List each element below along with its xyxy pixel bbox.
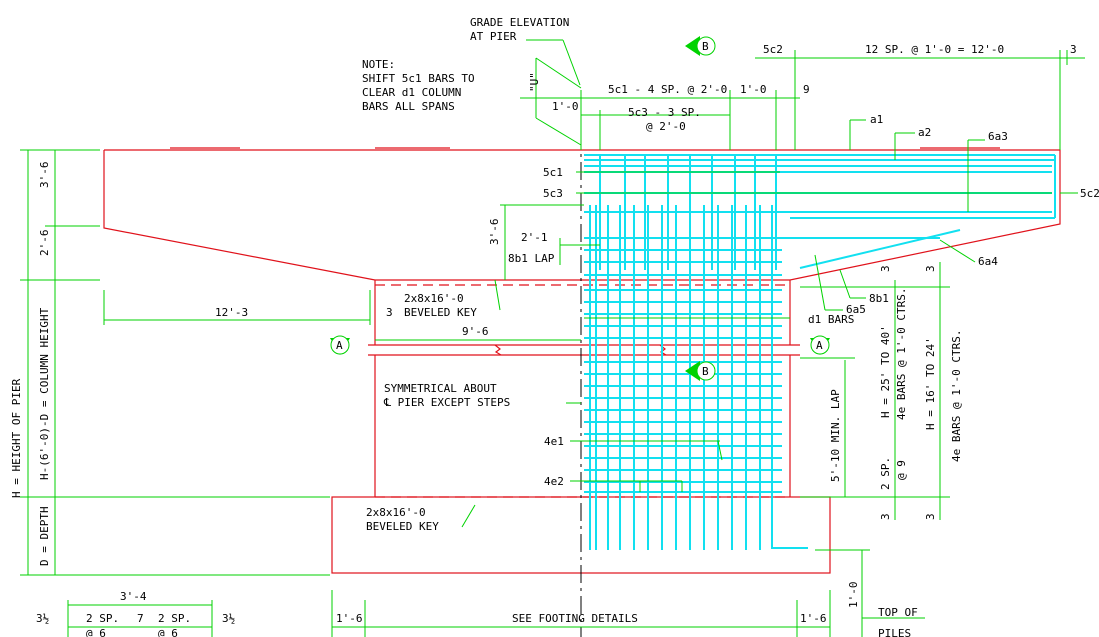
dim-3-r4: 3 — [924, 513, 937, 520]
dim-3-6-inner: 3'-6 — [488, 219, 501, 246]
dim-3-4: 3'-4 — [120, 590, 147, 603]
section-b-top: B — [702, 40, 709, 53]
footing-note: SEE FOOTING DETAILS — [512, 612, 638, 625]
section-a-left: A — [336, 339, 343, 352]
dim-3h-left: 3½ — [36, 612, 49, 625]
dim-7: 7 — [137, 612, 144, 625]
dim-12sp: 12 SP. @ 1'-0 = 12'-0 — [865, 43, 1004, 56]
key-top-2: BEVELED KEY — [404, 306, 477, 319]
dim-1-6-right: 1'-6 — [800, 612, 827, 625]
top-of: TOP OF — [878, 606, 918, 619]
dim-1-6-left: 1'-6 — [336, 612, 363, 625]
dim-2sp-right: 2 SP. — [158, 612, 191, 625]
label-4e1: 4e1 — [544, 435, 564, 448]
label-4e2: 4e2 — [544, 475, 564, 488]
h-pier: H = HEIGHT OF PIER — [10, 378, 23, 498]
label-6a4: 6a4 — [978, 255, 998, 268]
label-a1: a1 — [870, 113, 883, 126]
dim-6-right: @ 6 — [158, 627, 178, 637]
dim-3-r3: 3 — [879, 513, 892, 520]
dim-3-top: 3 — [1070, 43, 1077, 56]
lap-2-1: 2'-1 — [521, 231, 548, 244]
dim-3h-right: 3½ — [222, 612, 235, 625]
label-d1-bars: d1 BARS — [808, 313, 854, 326]
dim-2sp-left: 2 SP. — [86, 612, 119, 625]
rebar-cage — [584, 154, 1056, 550]
h-col: H-(6'-0)-D = COLUMN HEIGHT — [38, 307, 51, 480]
label-6a5: 6a5 — [846, 303, 866, 316]
section-a-right: A — [816, 339, 823, 352]
sym-line-1: SYMMETRICAL ABOUT — [384, 382, 497, 395]
dim-3-r2: 3 — [924, 265, 937, 272]
dim-3-key: 3 — [386, 306, 393, 319]
dim-1-0-b: 1'-0 — [740, 83, 767, 96]
sp2-1: 2 SP. — [879, 457, 892, 490]
h-range-1: H = 25' TO 40' — [879, 325, 892, 418]
key-bot-2: BEVELED KEY — [366, 520, 439, 533]
dim-1-0-vert: 1'-0 — [847, 582, 860, 609]
dim-5c1-sp: 5c1 - 4 SP. @ 2'-0 — [608, 83, 727, 96]
u-dim: "U" — [528, 72, 541, 92]
key-top-1: 2x8x16'-0 — [404, 292, 464, 305]
h-range-2: H = 16' TO 24' — [924, 337, 937, 430]
section-markers — [330, 36, 830, 381]
piles: PILES — [878, 627, 911, 637]
dimension-lines — [20, 39, 1085, 637]
dim-3-6-left: 3'-6 — [38, 162, 51, 189]
dim-9-6: 9'-6 — [462, 325, 489, 338]
label-5c1: 5c1 — [543, 166, 563, 179]
dim-5c3-sp-1: 5c3 - 3 SP. — [628, 106, 701, 119]
label-5c3: 5c3 — [543, 187, 563, 200]
dim-5c3-sp-2: @ 2'-0 — [646, 120, 686, 133]
note-line-3: BARS ALL SPANS — [362, 100, 455, 113]
label-5c2-right: 5c2 — [1080, 187, 1099, 200]
section-b-mid: B — [702, 365, 709, 378]
grade-label-1: GRADE ELEVATION — [470, 16, 569, 29]
dim-6-left: @ 6 — [86, 627, 106, 637]
dim-9: 9 — [803, 83, 810, 96]
dim-2-6-left: 2'-6 — [38, 230, 51, 257]
note-line-2: CLEAR d1 COLUMN — [362, 86, 461, 99]
note-line-1: SHIFT 5c1 BARS TO — [362, 72, 475, 85]
label-8b1: 8b1 — [869, 292, 889, 305]
label-6a3: 6a3 — [988, 130, 1008, 143]
label-a2: a2 — [918, 126, 931, 139]
lap-min: 5'-10 MIN. LAP — [829, 389, 842, 482]
note-title: NOTE: — [362, 58, 395, 71]
sym-line-2: ℄ PIER EXCEPT STEPS — [383, 396, 510, 409]
dim-1-0-a: 1'-0 — [552, 100, 579, 113]
bars-1: 4e BARS @ 1'-0 CTRS. — [895, 288, 908, 420]
grade-label-2: AT PIER — [470, 30, 517, 43]
dim-12-3: 12'-3 — [215, 306, 248, 319]
lap-8b1: 8b1 LAP — [508, 252, 555, 265]
key-bot-1: 2x8x16'-0 — [366, 506, 426, 519]
concrete-outline — [103, 147, 1061, 574]
rebar-callout-arrows — [570, 171, 1052, 492]
d-depth: D = DEPTH — [38, 506, 51, 566]
bars-2: 4e BARS @ 1'-0 CTRS. — [950, 330, 963, 462]
annotation-text: GRADE ELEVATION AT PIER NOTE: SHIFT 5c1 … — [10, 16, 1099, 637]
dim-5c2: 5c2 — [763, 43, 783, 56]
sp2-2: @ 9 — [895, 460, 908, 480]
dim-3-r1: 3 — [879, 265, 892, 272]
